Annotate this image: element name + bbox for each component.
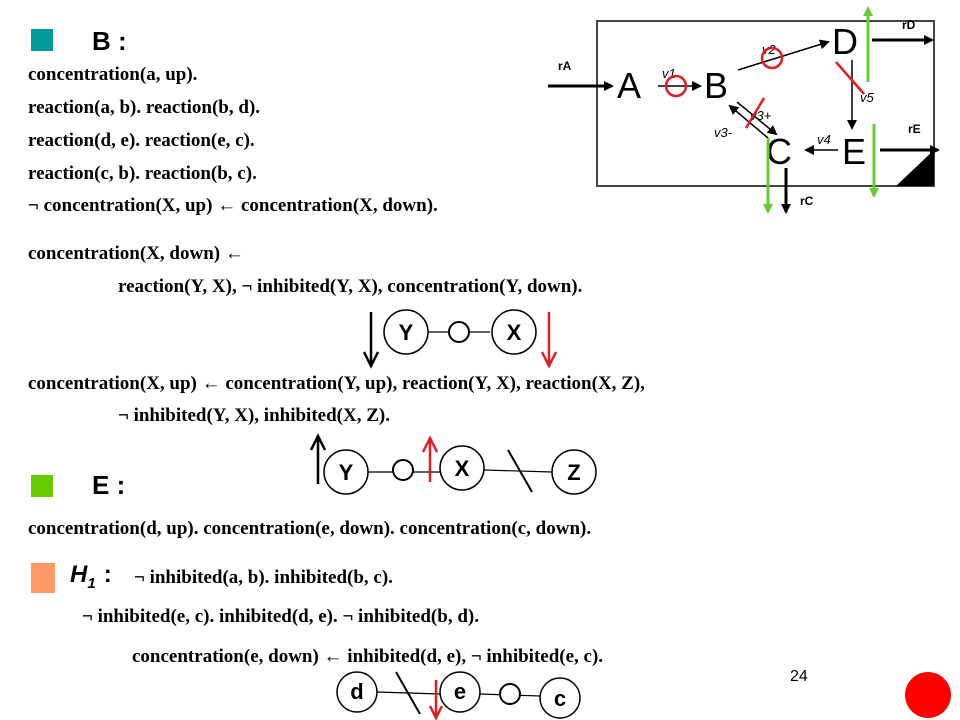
section-b-heading: B : xyxy=(92,26,127,56)
mini2-node-x xyxy=(439,445,485,491)
mini2-up-arrow-y xyxy=(309,433,327,484)
b-line-3: reaction(d, e). reaction(e, c). xyxy=(28,130,255,151)
b-line-1: concentration(a, up). xyxy=(28,64,198,85)
mini3-node-e xyxy=(439,671,481,713)
h1-marker-square xyxy=(31,563,55,593)
node-E: E xyxy=(842,131,866,172)
mini2-edge-xz xyxy=(483,469,553,473)
mini1-node-x-label: X xyxy=(507,320,522,345)
section-e-heading: E : xyxy=(92,470,126,500)
b-marker-square xyxy=(31,29,53,51)
mini1-red-down-arrow-x xyxy=(540,312,558,369)
mini3-red-down-arrow-e xyxy=(428,680,444,720)
node-D: D xyxy=(832,21,858,62)
corner-triangle xyxy=(896,150,934,186)
mini2-node-y-label: Y xyxy=(339,460,354,485)
mini3-circle-mark xyxy=(499,683,521,705)
h1-line-2: ¬ inhibited(e, c). inhibited(d, e). ¬ in… xyxy=(82,606,479,627)
h1-line-1: ¬ inhibited(a, b). inhibited(b, c). xyxy=(134,567,393,588)
network-diagram: A B C D E v1 v2 v3+ v3- v4 v5 rA rD rE r… xyxy=(548,6,940,214)
mini3-node-d-label: d xyxy=(350,679,363,704)
mini2-node-z xyxy=(551,449,597,495)
mini1-node-y-label: Y xyxy=(399,320,414,345)
mini3-node-c xyxy=(539,677,581,719)
edge-label-v4: v4 xyxy=(817,132,831,147)
mini3-node-e-label: e xyxy=(454,679,466,704)
mini1-circle-mark xyxy=(448,321,470,343)
red-dot xyxy=(905,672,951,718)
red-slash-b-c xyxy=(744,97,766,129)
mini2-node-x-label: X xyxy=(455,456,470,481)
h1-heading-sub: 1 xyxy=(87,574,96,592)
mini-diagram-2: Y X Z xyxy=(309,433,597,495)
page-number: 24 xyxy=(790,668,808,685)
red-slash-d-e xyxy=(835,61,865,95)
mini2-inhibit-slash xyxy=(507,449,533,493)
edge-B-C xyxy=(736,101,778,136)
mini2-node-z-label: Z xyxy=(567,460,580,485)
rule1-line-1: concentration(X, down) ← xyxy=(28,243,244,264)
edge-label-v3minus: v3- xyxy=(714,125,733,140)
mini-diagram-1: Y X xyxy=(362,309,558,369)
mini3-node-c-label: c xyxy=(554,686,566,711)
red-circle-a-b xyxy=(664,74,688,98)
h1-line-3: concentration(e, down) ← inhibited(d, e)… xyxy=(132,646,604,667)
section-h1-heading: H1: xyxy=(70,563,112,591)
b-line-5: ¬ concentration(X, up) ← concentration(X… xyxy=(28,195,438,216)
node-A: A xyxy=(617,65,641,106)
b-line-4: reaction(c, b). reaction(b, c). xyxy=(28,163,257,184)
mini2-red-up-arrow-x xyxy=(421,435,439,482)
mini2-circle-mark xyxy=(392,459,414,481)
mini-diagram-3: d e c xyxy=(336,671,581,720)
mini3-inhibit-slash xyxy=(395,671,421,715)
h1-heading-colon: : xyxy=(103,561,112,588)
flux-rA-label: rA xyxy=(558,59,572,73)
h1-heading-main: H xyxy=(70,561,88,588)
rule1-line-2: reaction(Y, X), ¬ inhibited(Y, X), conce… xyxy=(118,276,583,297)
rule2-line-2: ¬ inhibited(Y, X), inhibited(X, Z). xyxy=(118,405,390,426)
mini1-down-arrow-y xyxy=(362,312,380,369)
rule2-line-1: concentration(X, up) ← concentration(Y, … xyxy=(28,373,645,394)
flux-rE-label: rE xyxy=(908,122,921,136)
network-frame xyxy=(596,20,935,187)
node-C: C xyxy=(766,131,792,172)
red-circle-b-d xyxy=(760,46,784,70)
mini1-node-x xyxy=(491,309,537,355)
flux-rD-label: rD xyxy=(902,18,916,32)
node-B: B xyxy=(704,65,728,106)
e-line: concentration(d, up). concentration(e, d… xyxy=(28,518,592,539)
flux-rC-label: rC xyxy=(800,194,814,208)
e-marker-square xyxy=(31,475,53,497)
b-line-2: reaction(a, b). reaction(b, d). xyxy=(28,97,261,118)
